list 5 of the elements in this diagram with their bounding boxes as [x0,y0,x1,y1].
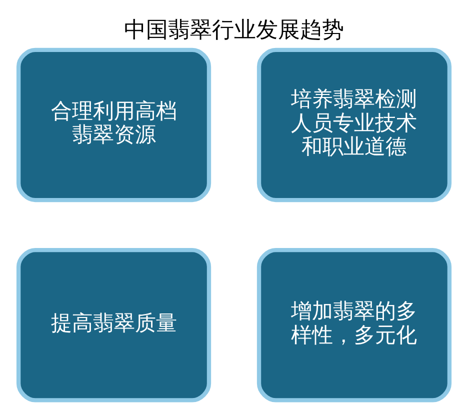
node-box: 提高翡翠质量 [16,248,211,402]
node-box: 合理利用高档翡翠资源 [16,48,211,202]
diagram-title: 中国翡翠行业发展趋势 [124,17,344,44]
node-box: 培养翡翠检测人员专业技术和职业道德 [256,48,452,202]
node-box: 增加翡翠的多样性，多元化 [256,248,452,402]
